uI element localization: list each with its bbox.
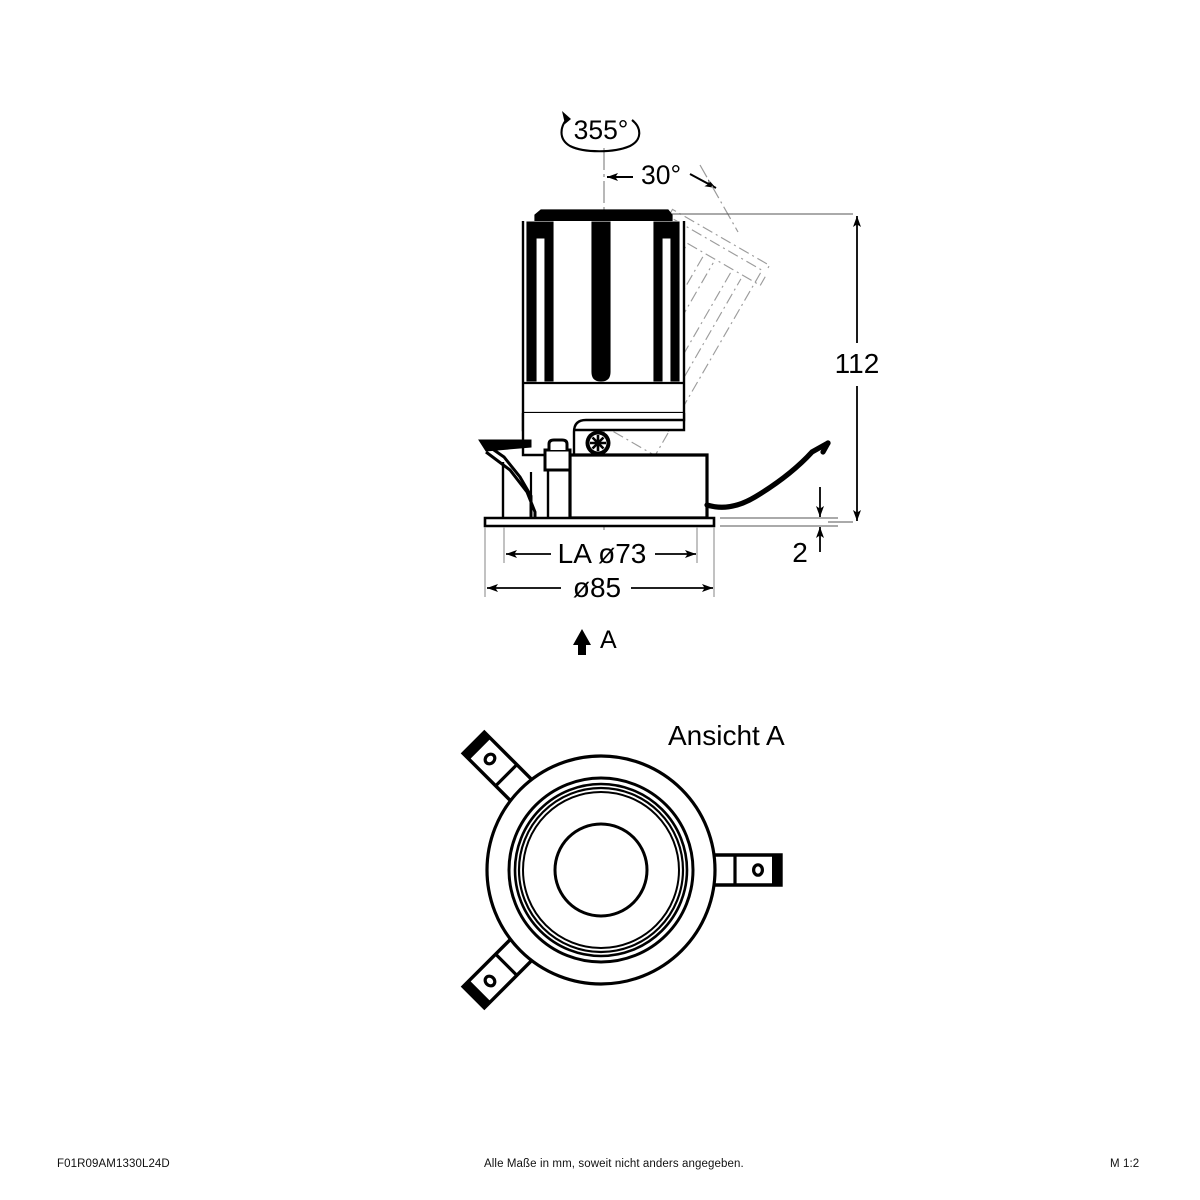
tilt-angle-label: 30°: [641, 160, 681, 190]
bottom-view: Ansicht A: [460, 720, 785, 1011]
power-cable: [704, 440, 831, 510]
view-arrow-icon: [573, 629, 591, 655]
rotation-symbol-355: 355°: [560, 111, 641, 153]
sheet-footer: F01R09AM1330L24D Alle Maße in mm, soweit…: [0, 1130, 1200, 1200]
mounting-spring-left: [478, 439, 550, 518]
section-view: 355° 30°: [478, 111, 880, 603]
dimension-cutout-73: LA ø73: [503, 527, 698, 569]
cable-gland: [543, 448, 572, 472]
rotation-angle-label: 355°: [574, 115, 629, 145]
product-code: F01R09AM1330L24D: [57, 1158, 170, 1170]
dimension-outer-label: ø85: [573, 572, 621, 603]
view-marker-a: A: [573, 626, 617, 655]
dimension-height-112: 112: [672, 213, 880, 523]
luminaire-body: [478, 209, 831, 528]
tilt-annotation-30: 30°: [607, 160, 739, 233]
view-marker-label: A: [600, 626, 617, 654]
base-housing: [568, 453, 709, 520]
dimension-cutout-label: LA ø73: [558, 538, 647, 569]
fin-center: [591, 221, 611, 382]
scale-label: M 1:2: [1110, 1158, 1140, 1170]
dimension-flange-label: 2: [792, 537, 808, 568]
dimension-flange-2: 2: [720, 487, 838, 568]
units-note: Alle Maße in mm, soweit nicht anders ang…: [484, 1158, 744, 1170]
fin-left: [526, 221, 554, 382]
pivot-screw: [585, 430, 611, 456]
fin-right: [653, 221, 680, 382]
top-cap: [534, 209, 673, 222]
aperture-circle: [553, 822, 649, 918]
flange-ring: [483, 516, 716, 528]
bottom-view-title: Ansicht A: [668, 720, 785, 751]
dimension-height-label: 112: [835, 348, 880, 379]
dimension-outer-85: ø85: [484, 527, 715, 603]
